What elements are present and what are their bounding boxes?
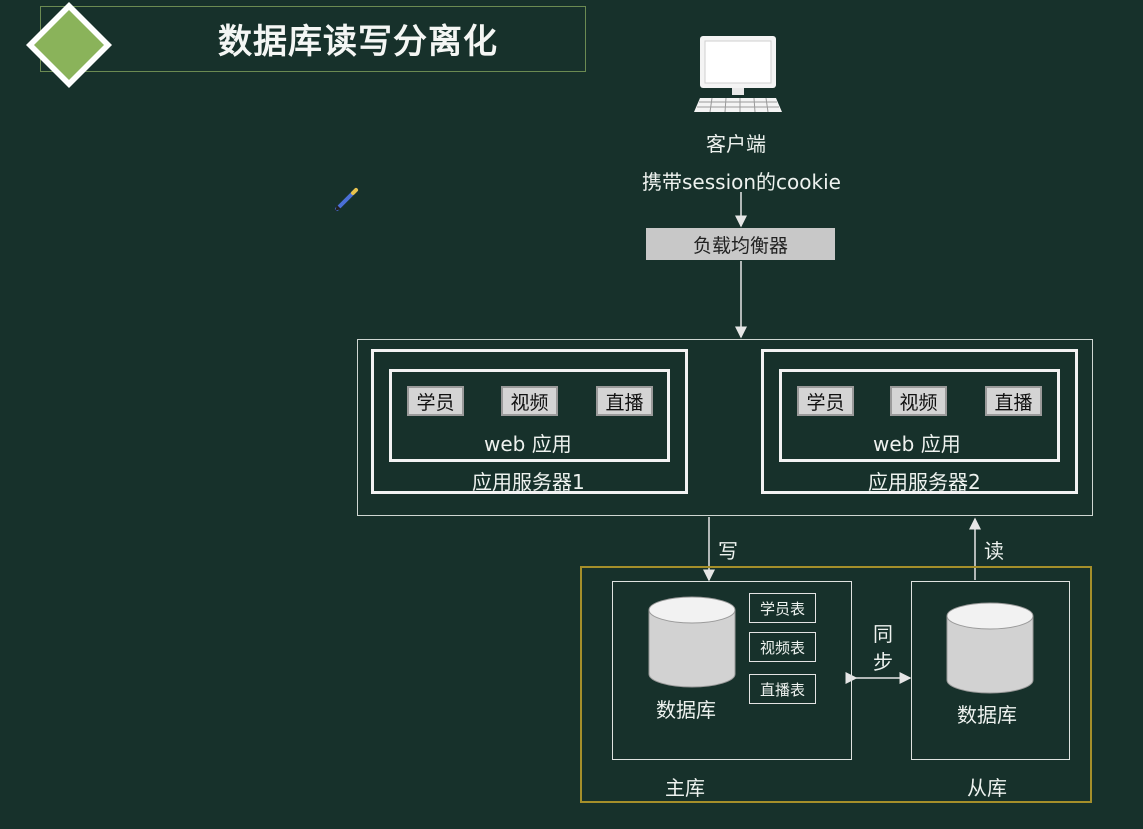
slave-db-box — [911, 581, 1070, 760]
server-label: 应用服务器2 — [868, 470, 981, 494]
master-caption: 主库 — [665, 776, 705, 800]
module-chip: 学员 — [407, 386, 464, 416]
computer-icon — [694, 36, 782, 116]
slave-db-label: 数据库 — [957, 703, 1017, 727]
module-chip: 学员 — [797, 386, 854, 416]
table-item: 视频表 — [749, 632, 816, 662]
database-cluster-frame — [580, 566, 1092, 803]
module-chip: 视频 — [890, 386, 947, 416]
web-app-label: web 应用 — [484, 432, 572, 456]
page-title: 数据库读写分离化 — [218, 22, 498, 62]
database-icon — [945, 602, 1035, 694]
client-label: 客户端 — [706, 132, 766, 156]
client-note: 携带session的cookie — [642, 170, 841, 194]
load-balancer-box: 负载均衡器 — [646, 228, 835, 260]
table-item: 直播表 — [749, 674, 816, 704]
master-db-box — [612, 581, 852, 760]
web-app-label: web 应用 — [873, 432, 961, 456]
slave-caption: 从库 — [967, 776, 1007, 800]
module-chip: 视频 — [501, 386, 558, 416]
table-item: 学员表 — [749, 593, 816, 623]
master-db-label: 数据库 — [656, 698, 716, 722]
module-chip: 直播 — [985, 386, 1042, 416]
write-label: 写 — [718, 539, 738, 563]
pencil-icon — [334, 186, 360, 212]
read-label: 读 — [984, 539, 1004, 563]
web-app-2 — [779, 369, 1060, 462]
diamond-logo-icon — [24, 0, 114, 90]
server-cluster-frame — [357, 339, 1093, 516]
sync-label: 同步 — [873, 622, 893, 674]
app-server-2 — [761, 349, 1078, 494]
database-icon — [647, 596, 737, 688]
app-server-1 — [371, 349, 688, 494]
server-label: 应用服务器1 — [472, 470, 585, 494]
module-chip: 直播 — [596, 386, 653, 416]
web-app-1 — [389, 369, 670, 462]
